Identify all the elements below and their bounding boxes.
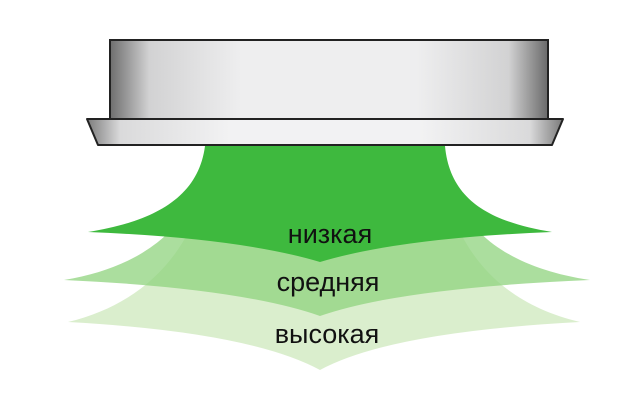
- low-speed-flow: [88, 146, 552, 262]
- ceiling-unit-lip: [86, 118, 564, 146]
- high-speed-label: высокая: [275, 319, 380, 349]
- medium-speed-label: средняя: [277, 267, 380, 297]
- ceiling-unit-body: [109, 39, 549, 121]
- low-speed-label: низкая: [288, 219, 372, 249]
